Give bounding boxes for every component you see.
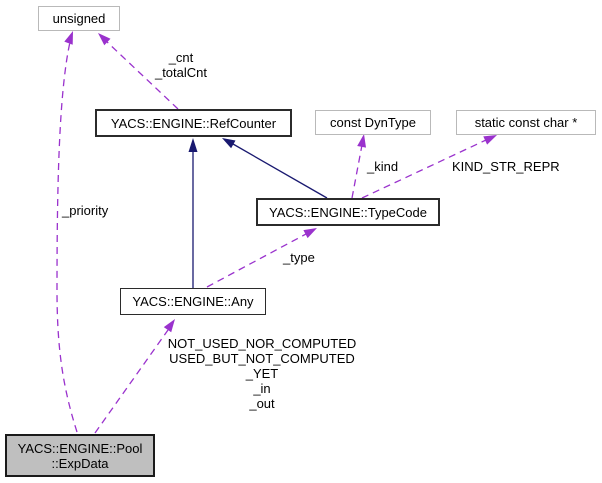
node-static-const-char-label: static const char * <box>474 115 578 130</box>
node-typecode[interactable]: YACS::ENGINE::TypeCode <box>256 198 440 226</box>
edge-pool-to-any-arrowhead <box>163 319 175 333</box>
edge-typecode-inherits-arrowhead <box>222 138 236 149</box>
edge-kind-usage <box>351 144 363 199</box>
node-pool-expdata-label: YACS::ENGINE::Pool ::ExpData <box>17 440 143 471</box>
node-any[interactable]: YACS::ENGINE::Any <box>120 288 266 315</box>
edge-label-pool-to-any: NOT_USED_NOR_COMPUTED USED_BUT_NOT_COMPU… <box>167 336 357 411</box>
node-unsigned: unsigned <box>38 6 120 31</box>
node-static-const-char: static const char * <box>456 110 596 135</box>
node-refcounter[interactable]: YACS::ENGINE::RefCounter <box>95 109 292 137</box>
node-const-dyntype-label: const DynType <box>330 115 416 130</box>
edge-label-type: _type <box>283 250 315 265</box>
node-unsigned-label: unsigned <box>52 11 106 26</box>
edge-priority-arrowhead <box>64 31 73 45</box>
edge-type-arrowhead <box>303 228 317 239</box>
edge-label-kind-str-repr: KIND_STR_REPR <box>452 159 560 174</box>
edge-priority-usage <box>56 41 78 433</box>
node-typecode-label: YACS::ENGINE::TypeCode <box>269 204 427 220</box>
edge-kind-str-repr-arrowhead <box>483 135 497 145</box>
edge-any-inherits-arrowhead <box>188 138 198 152</box>
edge-label-cnt-totalcnt: _cnt _totalCnt <box>154 50 208 80</box>
edge-label-kind: _kind <box>367 159 399 174</box>
edge-kind-arrowhead <box>357 134 366 148</box>
node-pool-expdata: YACS::ENGINE::Pool ::ExpData <box>5 434 155 477</box>
edge-cnt-arrowhead <box>98 33 111 46</box>
edge-label-priority: _priority <box>62 203 109 218</box>
node-const-dyntype: const DynType <box>315 110 431 135</box>
edge-kind-str-repr-usage <box>361 139 487 199</box>
node-any-label: YACS::ENGINE::Any <box>132 294 254 309</box>
edge-cnt-usage <box>104 39 179 110</box>
edge-pool-to-any-usage <box>94 329 169 434</box>
edge-typecode-inherits-refcounter <box>232 143 328 199</box>
edge-type-usage <box>206 233 307 288</box>
node-refcounter-label: YACS::ENGINE::RefCounter <box>110 115 277 131</box>
